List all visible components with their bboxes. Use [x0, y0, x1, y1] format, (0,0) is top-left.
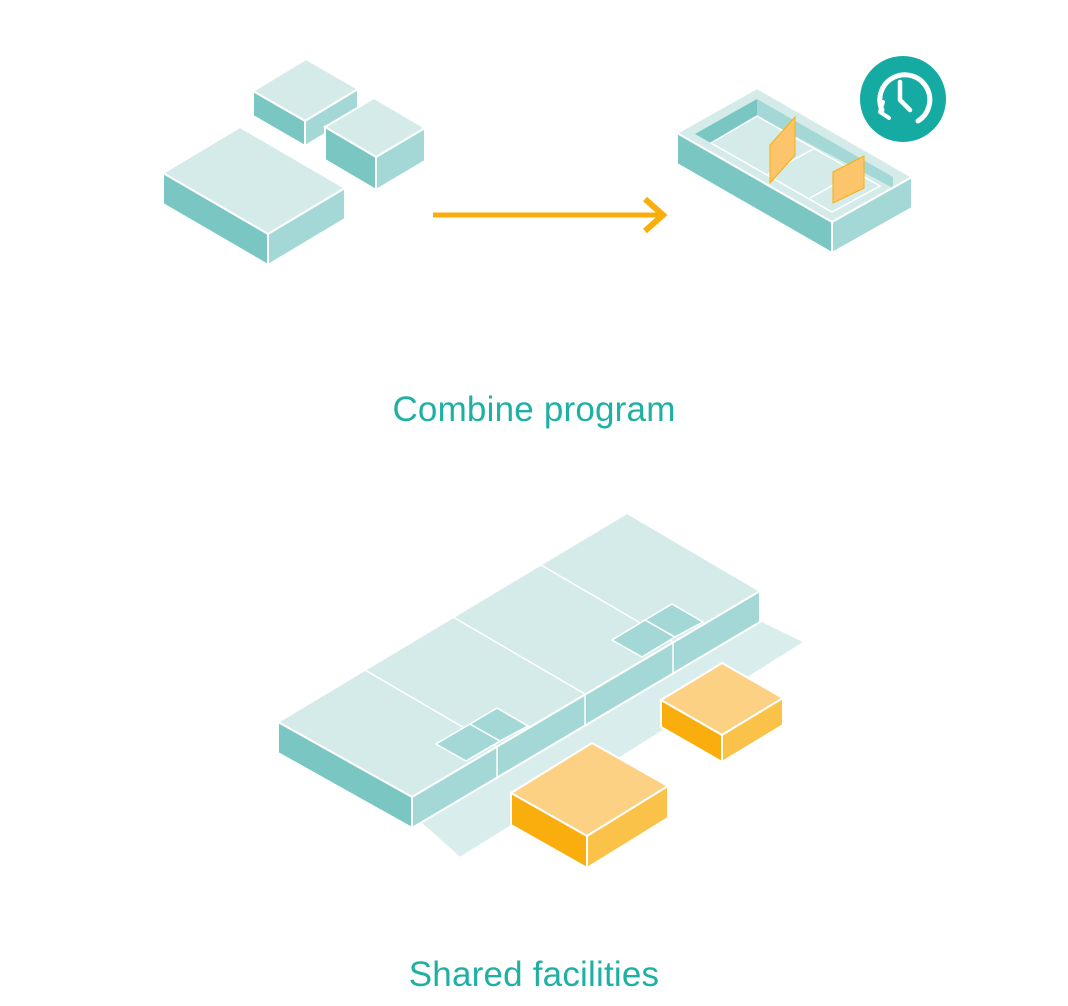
combined-program-box: [674, 86, 915, 255]
clock-cycle-icon: [860, 56, 946, 142]
box-small-back: [251, 57, 360, 148]
right-arrow-icon: [433, 196, 668, 234]
facility-box-large: [509, 741, 670, 870]
shared-facilities-diagram: [276, 511, 808, 870]
caption-combine-program: Combine program: [392, 390, 676, 429]
box-small-front: [323, 96, 427, 192]
facility-box-small: [659, 661, 785, 764]
separate-program-boxes: [161, 57, 427, 267]
box-large: [161, 125, 347, 267]
caption-shared-facilities: Shared facilities: [408, 955, 660, 994]
